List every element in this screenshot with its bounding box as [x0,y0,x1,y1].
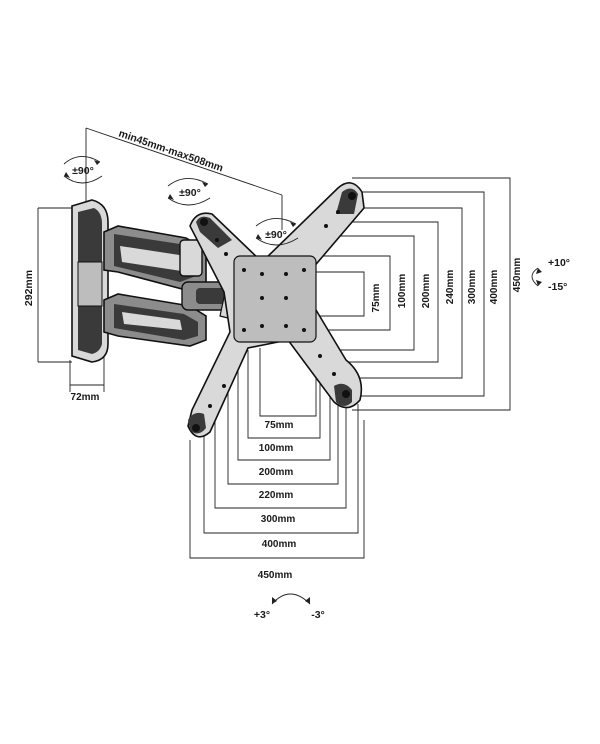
vesa-v-75-label: 75mm [371,283,382,312]
tilt-arrow-icon [531,267,542,287]
tilt-up-label: +10° [548,257,570,269]
wall-width-label: 72mm [71,392,100,403]
vesa-h-220-label: 220mm [259,490,294,501]
rotation-plate-label: ±90° [265,229,287,241]
vesa-h-200-label: 200mm [259,467,294,478]
wall-plate [71,199,109,363]
rotate-arrow-icon [255,218,299,246]
vesa-v-200-label: 200mm [421,274,432,309]
vesa-v-100-label: 100mm [397,274,408,309]
arm-reach-label: min45mm-max508mm [117,127,225,174]
vesa-v-450-label: 450mm [512,258,523,293]
mount-holes [192,192,356,432]
wall-height-dimension [37,207,72,363]
vesa-h-400-label: 400mm [262,539,297,550]
vesa-v-300-label: 300mm [467,270,478,305]
vesa-h-100-label: 100mm [259,443,294,454]
tilt-down-label: -15° [548,281,567,293]
vesa-h-450-label: 450mm [258,570,293,581]
vesa-horizontal-brackets [189,348,365,559]
vesa-v-240-label: 240mm [445,270,456,305]
rotate-arrow-icon [63,156,103,184]
arm-reach-dimension [85,127,283,230]
vesa-h-300-label: 300mm [261,514,296,525]
level-plus-label: +3° [254,609,270,621]
level-arrow-icon [271,593,311,605]
wall-height-label: 292mm [23,270,35,306]
vesa-vertical-brackets [300,177,511,411]
vesa-v-400-label: 400mm [489,270,500,305]
rotate-arrow-icon [167,178,211,206]
level-minus-label: -3° [311,609,325,621]
vesa-h-75-label: 75mm [265,420,294,431]
rotation-wall-label: ±90° [72,165,94,177]
rotation-arm-label: ±90° [179,187,201,199]
